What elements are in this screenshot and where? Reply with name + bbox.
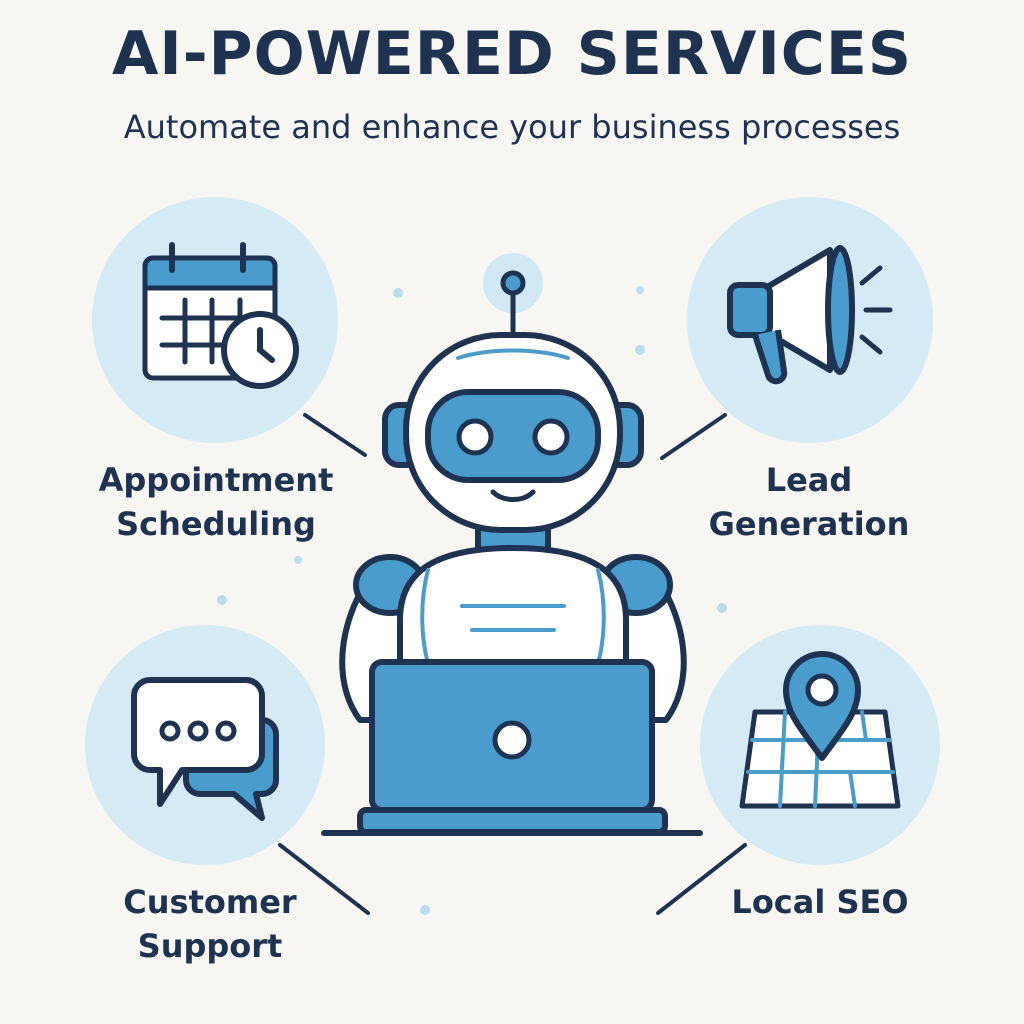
lead-generation-label: Lead Generation bbox=[708, 461, 910, 543]
map-pin-icon bbox=[739, 651, 901, 809]
page-subtitle: Automate and enhance your business proce… bbox=[123, 108, 901, 146]
local-seo-badge bbox=[700, 625, 940, 865]
appointment-scheduling-label: Appointment Scheduling bbox=[98, 461, 334, 543]
page-title: AI-POWERED SERVICES bbox=[111, 19, 913, 89]
customer-support-label: Customer Support bbox=[123, 883, 297, 965]
chat-bubbles-icon bbox=[131, 677, 279, 821]
robot-laptop-icon bbox=[321, 253, 703, 836]
appointment-badge bbox=[92, 197, 338, 443]
lead-generation-badge bbox=[687, 197, 933, 443]
megaphone-icon bbox=[727, 245, 893, 385]
connector-lines bbox=[278, 413, 747, 915]
calendar-clock-icon bbox=[142, 242, 299, 389]
decorative-dots bbox=[217, 286, 727, 915]
customer-support-badge bbox=[85, 625, 325, 865]
local-seo-label: Local SEO bbox=[731, 883, 909, 921]
